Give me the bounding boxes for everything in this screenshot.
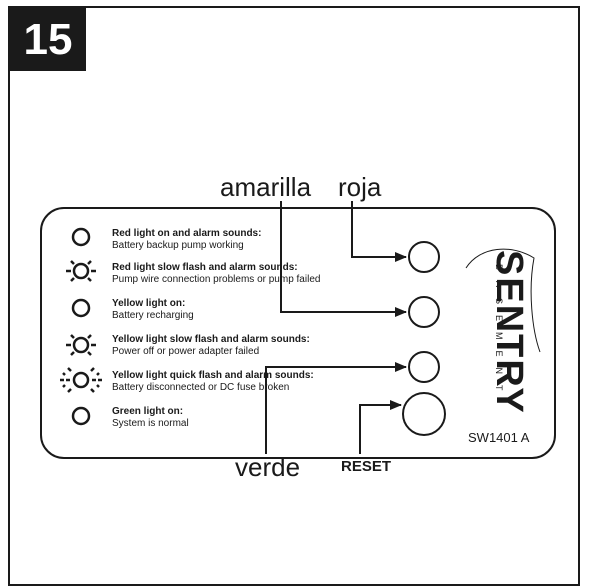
reset-button[interactable] — [402, 392, 446, 436]
light-steady-icon — [71, 298, 91, 318]
indicator-row-yellow-quick-flash: Yellow light quick flash and alarm sound… — [112, 370, 314, 394]
model-number: SW1401 A — [468, 430, 530, 445]
indicator-description: Battery disconnected or DC fuse broken — [112, 382, 290, 393]
roja-leader — [351, 201, 407, 262]
amarilla-leader — [280, 201, 407, 317]
indicator-title: Red light on and alarm sounds: — [112, 228, 262, 239]
light-quick-flash-icon — [60, 367, 102, 393]
indicator-title: Red light slow flash and alarm sounds: — [112, 262, 298, 273]
indicator-title: Yellow light slow flash and alarm sounds… — [112, 334, 310, 345]
green-led — [408, 351, 440, 383]
indicator-description: System is normal — [112, 418, 189, 429]
brand-subtitle: BASEMENT — [494, 264, 504, 402]
indicator-row-yellow-on: Yellow light on: Battery recharging — [112, 298, 194, 322]
indicator-row-yellow-slow-flash: Yellow light slow flash and alarm sounds… — [112, 334, 310, 358]
indicator-title: Yellow light on: — [112, 298, 186, 309]
light-slow-flash-icon — [66, 260, 96, 282]
indicator-row-red-slow-flash: Red light slow flash and alarm sounds: P… — [112, 262, 320, 286]
light-slow-flash-icon — [66, 334, 96, 356]
light-steady-icon — [71, 406, 91, 426]
yellow-led — [408, 296, 440, 328]
indicator-title: Yellow light quick flash and alarm sound… — [112, 370, 314, 381]
light-steady-icon — [71, 227, 91, 247]
indicator-description: Power off or power adapter failed — [112, 346, 260, 357]
indicator-description: Battery recharging — [112, 310, 194, 321]
indicator-title: Green light on: — [112, 406, 184, 417]
indicator-row-red-on: Red light on and alarm sounds: Battery b… — [112, 228, 261, 252]
indicator-description: Battery backup pump working — [112, 240, 244, 251]
reset-leader — [359, 400, 402, 454]
control-panel — [40, 207, 556, 459]
indicator-description: Pump wire connection problems or pump fa… — [112, 274, 321, 285]
label-amarilla: amarilla — [220, 172, 312, 202]
label-reset: RESET — [341, 458, 392, 475]
brand-logo-swoosh — [465, 248, 541, 353]
indicator-row-green-on: Green light on: System is normal — [112, 406, 189, 430]
red-led — [408, 241, 440, 273]
label-verde: verde — [235, 452, 301, 482]
label-roja: roja — [338, 172, 382, 202]
verde-leader — [265, 362, 407, 454]
step-number-badge: 15 — [10, 8, 86, 71]
